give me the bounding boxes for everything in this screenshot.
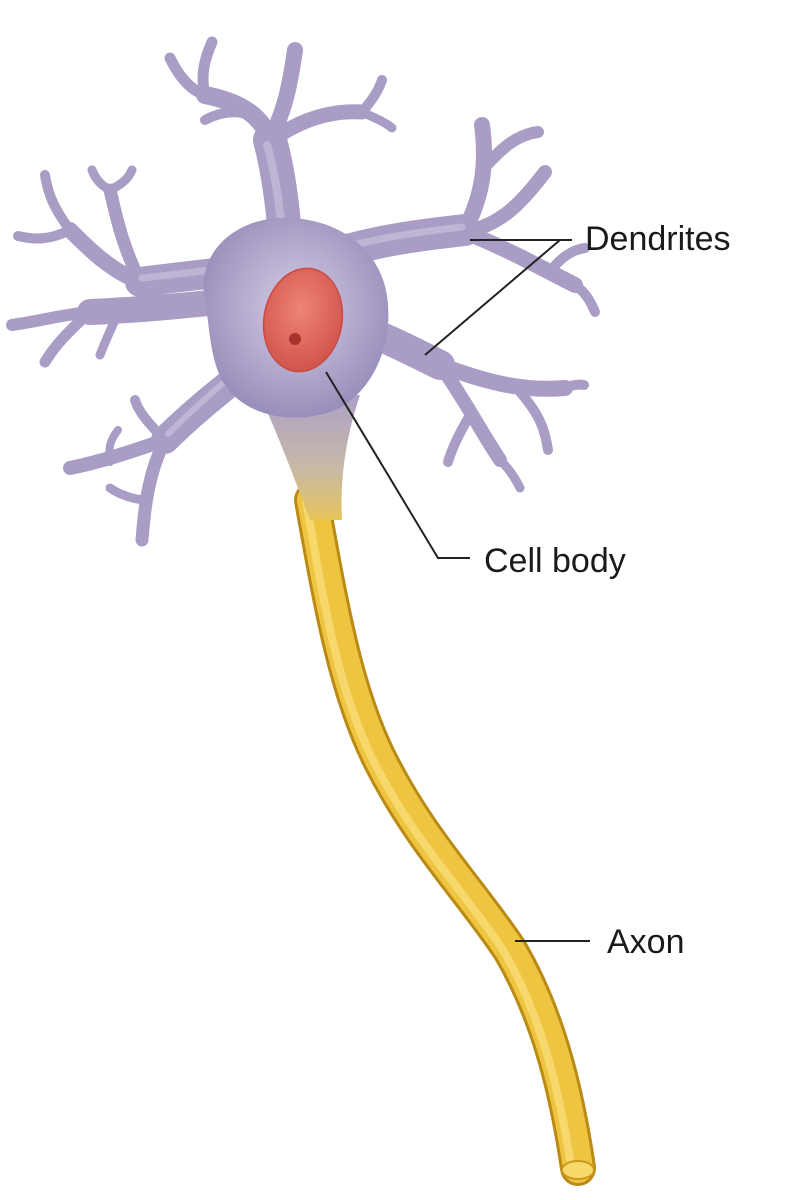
cell-body-leader [325, 371, 470, 559]
leader-lines [325, 239, 590, 942]
dendrites-label: Dendrites [585, 220, 731, 258]
axon-terminal-end [561, 1160, 595, 1180]
axon-label: Axon [607, 923, 685, 961]
axon [294, 482, 596, 1186]
nucleus [262, 267, 344, 373]
axon-hillock [262, 395, 360, 520]
dendrites [6, 36, 600, 547]
nucleolus [289, 333, 301, 345]
cell-body-label: Cell body [484, 542, 626, 580]
cell-body [203, 217, 389, 520]
dendrites-leader-lower [424, 239, 561, 356]
